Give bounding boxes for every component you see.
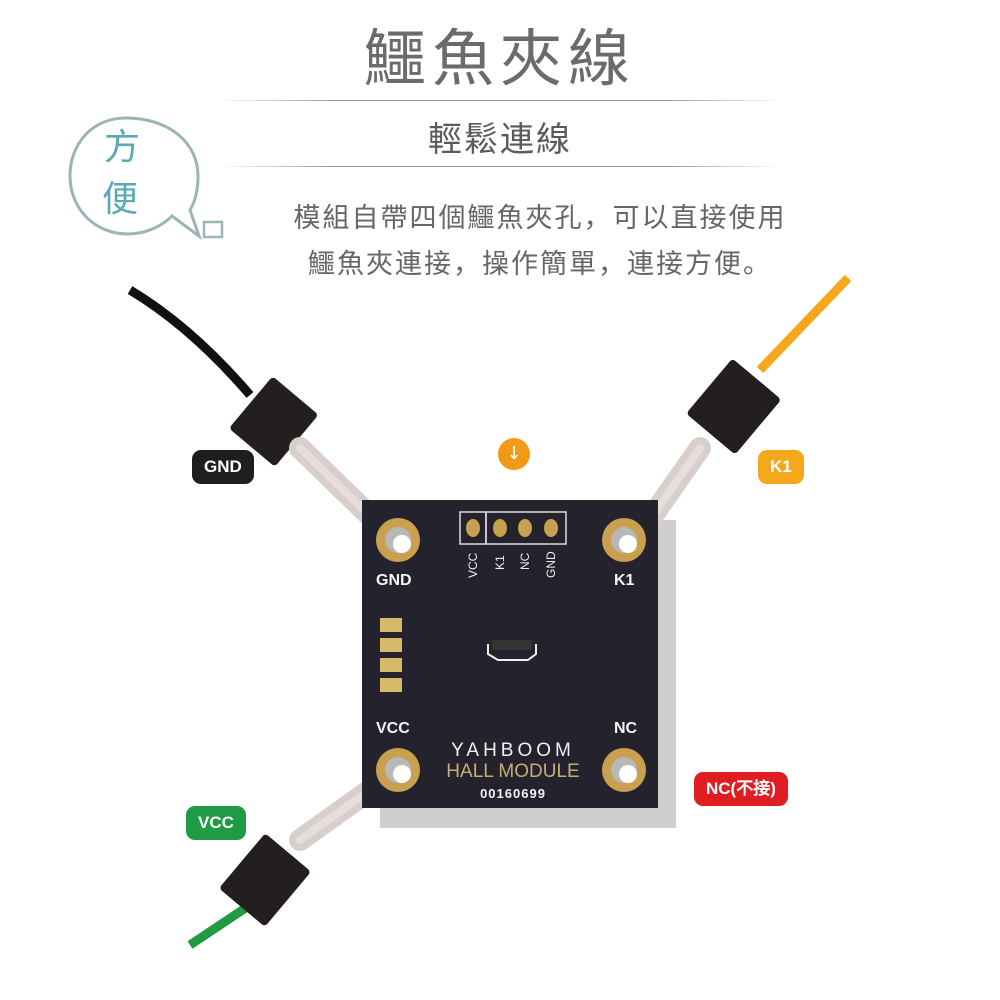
page-title: 鱷魚夾線: [363, 22, 636, 95]
silk-vcc: VCC: [376, 720, 410, 737]
brand-logo: YAHBOOM: [451, 740, 575, 761]
title-divider-bottom: [220, 166, 780, 167]
gnd-clip: [230, 377, 317, 466]
tag-gnd: GND: [192, 450, 254, 484]
tag-k1: K1: [758, 450, 804, 484]
convenience-speech-bubble: 方 便: [64, 112, 234, 247]
k1-clip: [687, 360, 780, 454]
module-name: HALL MODULE: [446, 761, 580, 782]
page-subtitle: 輕鬆連線: [428, 120, 572, 160]
gnd-wire: [127, 286, 254, 398]
tag-gnd-label: GND: [204, 457, 242, 476]
tag-nc-label: NC(不接): [706, 779, 776, 798]
tag-nc: NC(不接): [694, 772, 788, 806]
hall-module-board: GND K1 VCC NC VCC K1 NC GND YAHBOOM HALL…: [362, 500, 658, 808]
serial-number: 00160699: [480, 786, 546, 801]
pcb-shape: [362, 500, 658, 808]
title-divider-top: [220, 100, 780, 101]
vcc-clip: [220, 834, 310, 926]
silk-k1: K1: [614, 572, 635, 589]
header-pin-vcc: VCC: [466, 552, 480, 578]
bubble-char-2: 便: [102, 179, 139, 220]
description: 模組自帶四個鱷魚夾孔，可以直接使用 鱷魚夾連接，操作簡單，連接方便。: [240, 196, 840, 288]
speech-bubble-icon: [68, 116, 224, 241]
header-pin-nc: NC: [518, 552, 532, 570]
arrow-down-icon: ↓: [498, 438, 530, 470]
k1-wire: [756, 274, 852, 374]
tag-k1-label: K1: [770, 457, 792, 476]
description-line-2: 鱷魚夾連接，操作簡單，連接方便。: [308, 249, 772, 280]
tag-vcc-label: VCC: [198, 813, 234, 832]
bubble-char-1: 方: [104, 127, 141, 168]
silk-nc: NC: [614, 720, 638, 737]
tag-vcc: VCC: [186, 806, 246, 840]
silk-gnd: GND: [376, 572, 412, 589]
description-line-1: 模組自帶四個鱷魚夾孔，可以直接使用: [293, 203, 787, 234]
vcc-wire: [187, 901, 253, 949]
header-pin-gnd: GND: [544, 551, 558, 578]
header-pin-k1: K1: [493, 555, 507, 570]
